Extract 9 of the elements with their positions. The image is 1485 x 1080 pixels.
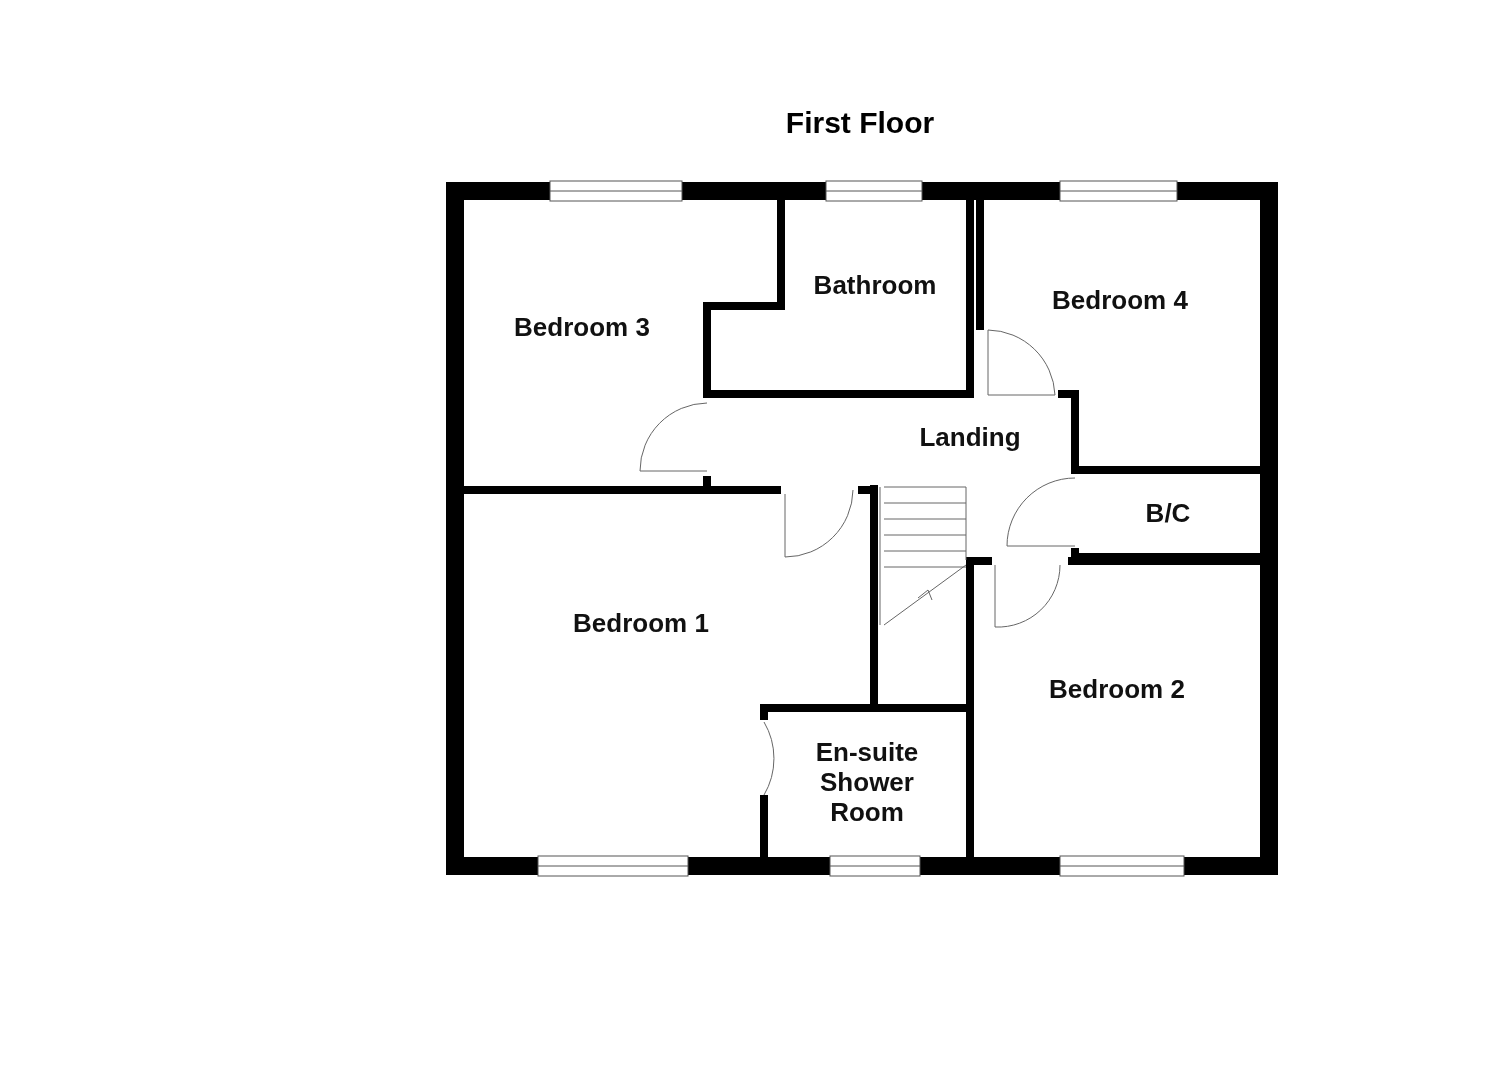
room-label: Bedroom 3 (514, 312, 650, 342)
room-label: Bedroom 1 (573, 608, 709, 638)
room-label: Landing (919, 422, 1021, 452)
room-label: Bedroom 4 (1052, 285, 1188, 315)
room-label: Bedroom 2 (1049, 674, 1185, 704)
room-label: Bathroom (813, 270, 937, 300)
room-label: B/C (1145, 498, 1191, 528)
room-label: En-suite Shower Room (814, 737, 920, 827)
plan-title: First Floor (784, 106, 936, 140)
